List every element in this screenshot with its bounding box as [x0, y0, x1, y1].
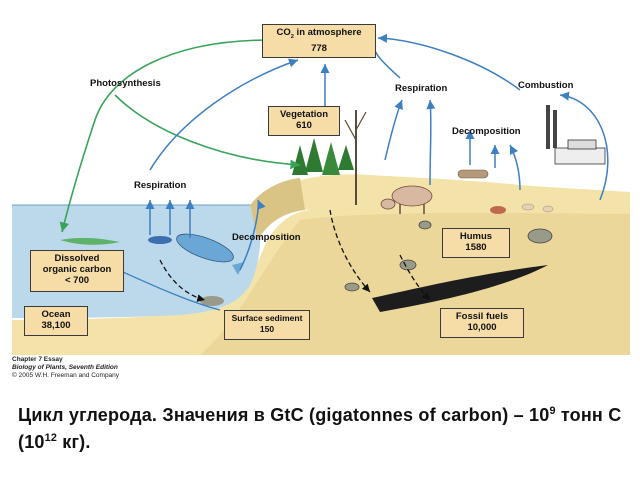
dissolved-line3: < 700	[64, 275, 90, 286]
humus-value: 1580	[465, 242, 487, 253]
atmosphere-box: CO2 in atmosphere 778	[262, 24, 376, 58]
credit-line1: Chapter 7 Essay	[12, 356, 63, 363]
decomposition-label-left: Decomposition	[232, 232, 301, 243]
combustion-arrow	[559, 91, 609, 201]
algae	[60, 237, 120, 245]
caption-part3: кг).	[57, 432, 91, 452]
dissolved-box: Dissolved organic carbon < 700	[30, 250, 124, 292]
factory	[546, 105, 606, 165]
dissolved-line2: organic carbon	[42, 264, 112, 275]
respiration-label-left: Respiration	[134, 180, 187, 191]
rock	[418, 220, 432, 230]
photosynthesis-arrow	[59, 39, 271, 233]
atmosphere-label-post: in atmosphere	[293, 27, 362, 38]
rock	[527, 228, 553, 244]
ocean-value: 38,100	[41, 320, 71, 331]
credit-line2: Biology of Plants, Seventh Edition	[12, 364, 118, 371]
rock	[344, 282, 360, 292]
caption-sup1: 9	[549, 405, 556, 417]
cliff	[250, 178, 305, 240]
respiration-arrow	[366, 39, 401, 79]
vegetation-value: 610	[296, 120, 312, 131]
fossil-box: Fossil fuels 10,000	[440, 308, 524, 338]
caption: Цикл углерода. Значения в GtC (gigatonne…	[18, 400, 628, 454]
fossil-label: Fossil fuels	[455, 311, 509, 322]
decomposition-arrow	[239, 199, 266, 271]
credit-block: Chapter 7 Essay Biology of Plants, Seven…	[12, 356, 119, 380]
caption-part1: Цикл углерода. Значения в GtC (gigatonne…	[18, 405, 550, 425]
sediment-box: Surface sediment 150	[224, 310, 310, 340]
burial-arrow	[399, 254, 431, 301]
fish	[148, 233, 244, 275]
caption-part2: тонн С (10	[18, 405, 622, 452]
vegetation-label: Vegetation	[279, 109, 329, 120]
humus-label: Humus	[459, 231, 493, 242]
cow	[380, 185, 433, 214]
fossil-value: 10,000	[467, 322, 497, 333]
burial-arrow	[329, 209, 371, 293]
tree-cluster	[292, 110, 367, 205]
sediment-value: 150	[259, 324, 275, 334]
sediment-label: Surface sediment	[231, 313, 303, 323]
atmosphere-label-sub: 2	[290, 33, 294, 40]
sediment-rock	[200, 296, 224, 306]
photosynthesis-arrow	[114, 94, 301, 170]
caption-sup2: 12	[44, 432, 58, 444]
respiration-arrow	[149, 58, 299, 171]
carbon-cycle-diagram	[12, 33, 630, 355]
decomposition-arrow	[509, 144, 521, 191]
fallen-log	[457, 169, 489, 179]
vegetation-box: Vegetation 610	[268, 106, 340, 136]
combustion-arrow	[377, 33, 521, 91]
atmosphere-label-pre: CO	[276, 27, 291, 38]
photosynthesis-label: Photosynthesis	[90, 78, 161, 89]
dissolved-line1: Dissolved	[54, 253, 100, 264]
credit-line3: © 2005 W.H. Freeman and Company	[12, 372, 120, 379]
respiration-arrow	[384, 99, 403, 161]
combustion-label: Combustion	[518, 80, 574, 91]
humus-box: Humus 1580	[442, 228, 510, 258]
respiration-label-right: Respiration	[395, 83, 448, 94]
ocean-label: Ocean	[41, 309, 71, 320]
decomposition-label-right: Decomposition	[452, 126, 521, 137]
rock	[399, 259, 417, 271]
respiration-arrow	[426, 99, 436, 186]
mushrooms	[490, 203, 554, 214]
atmosphere-value: 778	[311, 42, 327, 54]
ocean-box: Ocean 38,100	[24, 306, 88, 336]
burial-arrow	[159, 259, 206, 302]
fossil-fuel-seam	[372, 265, 548, 312]
